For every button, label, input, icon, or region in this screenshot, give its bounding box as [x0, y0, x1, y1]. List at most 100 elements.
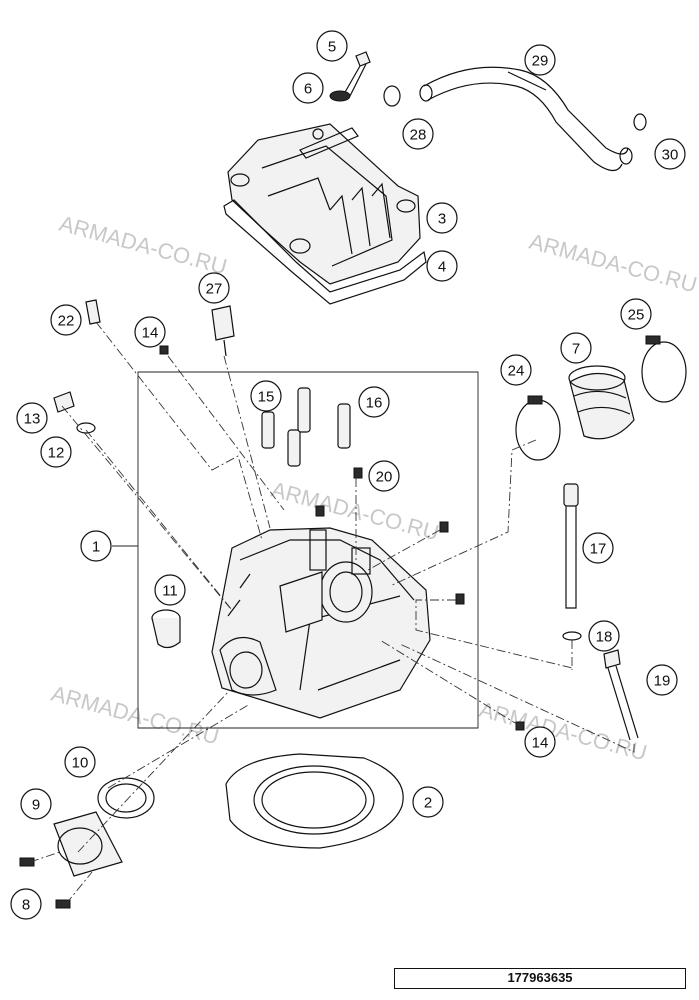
callout-12: 12 [40, 436, 72, 468]
callout-24: 24 [500, 354, 532, 386]
callout-circle [524, 726, 556, 758]
callout-number: 12 [48, 445, 65, 462]
callout-number: 19 [654, 673, 671, 690]
callout-circle [80, 530, 112, 562]
callout-14: 14 [134, 316, 166, 348]
callout-10: 10 [64, 746, 96, 778]
callout-number: 20 [376, 469, 393, 486]
callout-number: 5 [328, 39, 336, 56]
callout-17: 17 [582, 532, 614, 564]
assembly-frame [137, 371, 479, 729]
callout-15: 15 [250, 380, 282, 412]
callout-number: 16 [366, 395, 383, 412]
callout-number: 24 [508, 363, 525, 380]
callout-14: 14 [524, 726, 556, 758]
head-bolt [562, 483, 582, 641]
callout-number: 13 [24, 411, 41, 428]
hose-clamp [383, 85, 647, 131]
callout-circle [154, 574, 186, 606]
exhaust-flange [19, 777, 155, 909]
callout-number: 14 [142, 325, 159, 342]
callout-number: 18 [596, 629, 613, 646]
callout-circle [588, 620, 620, 652]
cylinder-head-gasket [225, 753, 404, 849]
callout-circle [654, 138, 686, 170]
callout-5: 5 [316, 30, 348, 62]
watermark-text: ARMADA-CO.RU [527, 229, 699, 298]
leader-lines [29, 321, 635, 905]
callout-circle [50, 304, 82, 336]
callout-circle [64, 746, 96, 778]
callout-circle [134, 316, 166, 348]
callout-number: 10 [72, 755, 89, 772]
callout-circle [10, 888, 42, 920]
callout-number: 9 [32, 797, 40, 814]
callout-19: 19 [646, 664, 678, 696]
small-fasteners [53, 299, 525, 731]
callout-number: 14 [532, 735, 549, 752]
callout-11: 11 [154, 574, 186, 606]
breather-hose [419, 66, 633, 172]
flange-bolt [603, 649, 639, 741]
callout-27: 27 [198, 272, 230, 304]
callout-circle [198, 272, 230, 304]
callout-circle [620, 298, 652, 330]
callout-1: 1 [80, 530, 112, 562]
callout-16: 16 [358, 386, 390, 418]
callout-7: 7 [560, 332, 592, 364]
callout-circle [292, 72, 324, 104]
callout-number: 25 [628, 307, 645, 324]
intake-clamp [515, 335, 687, 461]
callout-13: 13 [16, 402, 48, 434]
callout-9: 9 [20, 788, 52, 820]
cover-screw [329, 51, 371, 102]
callout-circle [316, 30, 348, 62]
callout-circle [40, 436, 72, 468]
exhaust-bushing [151, 609, 181, 649]
callout-18: 18 [588, 620, 620, 652]
callout-number: 3 [438, 211, 446, 228]
watermark-text: ARMADA-CO.RU [477, 697, 650, 766]
callout-number: 29 [532, 53, 549, 70]
callout-number: 2 [424, 795, 432, 812]
intake-boot [568, 365, 635, 440]
callout-22: 22 [50, 304, 82, 336]
callout-28: 28 [402, 118, 434, 150]
callout-number: 7 [572, 341, 580, 358]
callout-number: 8 [22, 897, 30, 914]
callout-25: 25 [620, 298, 652, 330]
watermark-text: ARMADA-CO.RU [49, 681, 222, 750]
callout-4: 4 [426, 250, 458, 282]
callout-circle [582, 532, 614, 564]
callout-number: 28 [410, 127, 427, 144]
callout-circle [646, 664, 678, 696]
callout-number: 15 [258, 389, 275, 406]
watermark-text: ARMADA-CO.RU [57, 211, 230, 280]
callout-number: 11 [162, 583, 178, 600]
callout-circle [358, 386, 390, 418]
callout-2: 2 [412, 786, 444, 818]
callout-6: 6 [292, 72, 324, 104]
callout-circle [250, 380, 282, 412]
callout-number: 6 [304, 81, 312, 98]
valve-cover [227, 123, 421, 285]
callout-8: 8 [10, 888, 42, 920]
callout-circle [16, 402, 48, 434]
callout-circle [20, 788, 52, 820]
callout-circle [426, 202, 458, 234]
callout-circle [524, 44, 556, 76]
callout-number: 22 [58, 313, 75, 330]
callout-number: 17 [590, 541, 607, 558]
drawing-number: 177963635 [394, 968, 686, 989]
callout-circle [426, 250, 458, 282]
callout-circle [368, 460, 400, 492]
callout-number: 1 [92, 539, 100, 556]
callout-circle [402, 118, 434, 150]
callout-number: 30 [662, 147, 679, 164]
callout-29: 29 [524, 44, 556, 76]
callout-circle [500, 354, 532, 386]
callout-number: 4 [438, 259, 446, 276]
callout-circle [412, 786, 444, 818]
